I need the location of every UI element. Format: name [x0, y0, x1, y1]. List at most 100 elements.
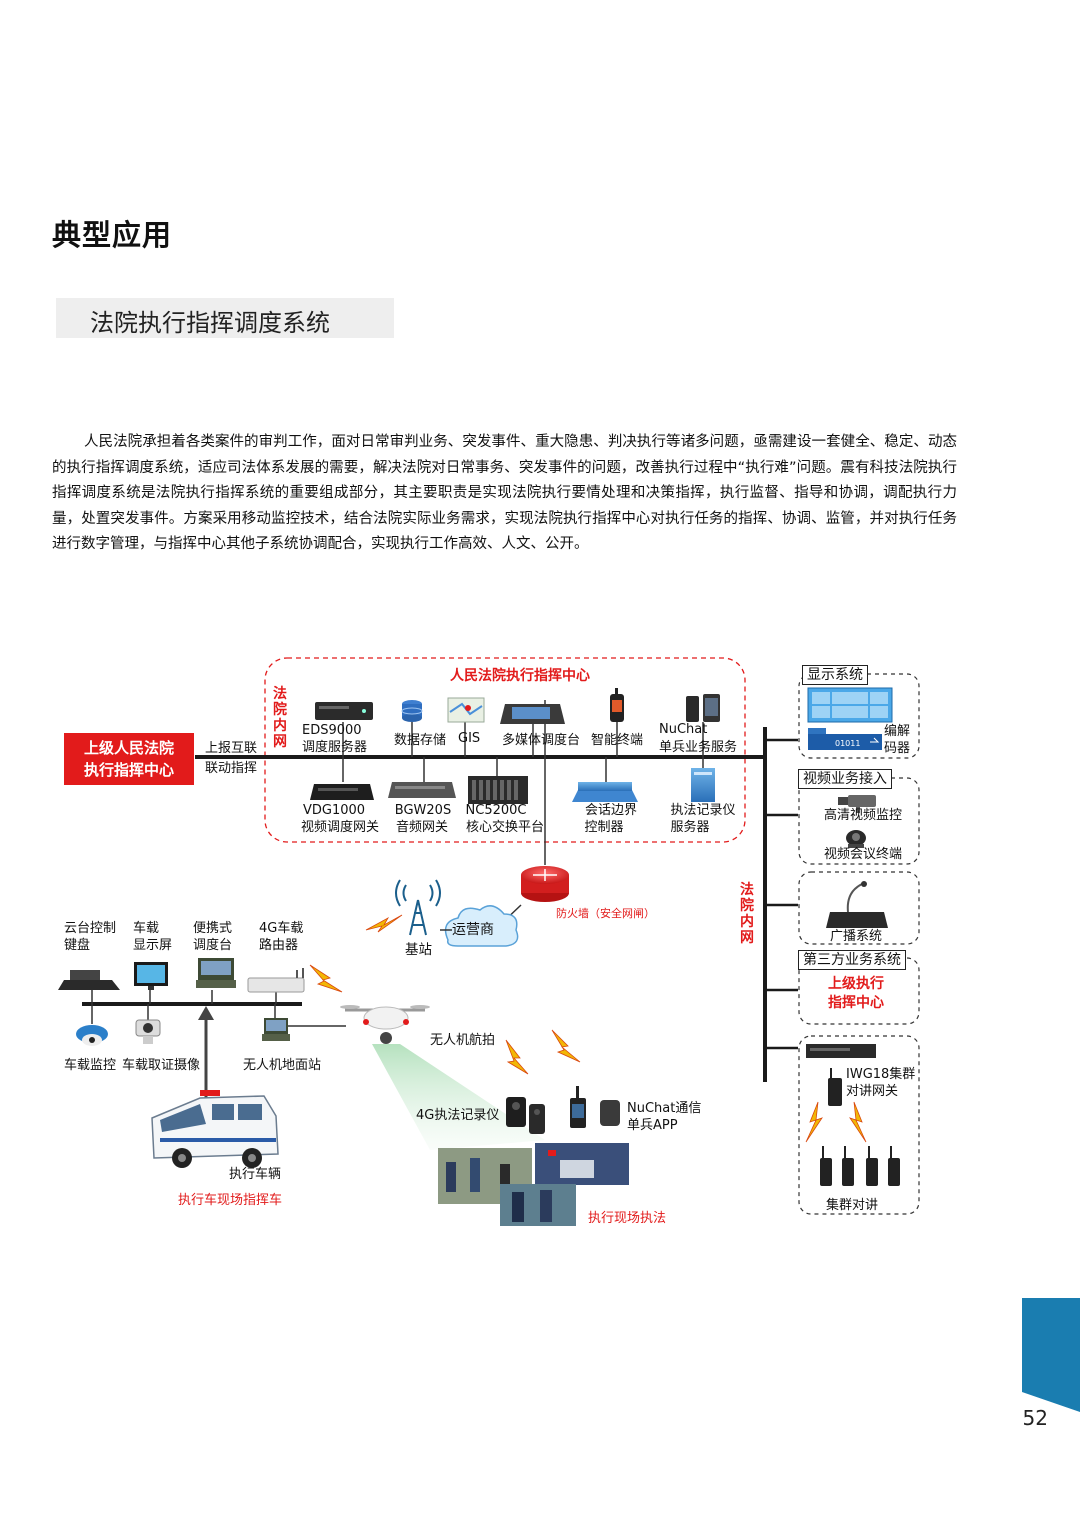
eds9000-label: EDS9000 [302, 723, 362, 738]
multimedia-console-label: 多媒体调度台 [502, 733, 581, 748]
bgw20s-label: BGW20S [394, 803, 452, 818]
data-storage-label: 数据存储 [394, 733, 447, 748]
iwg-label-2: 对讲网关 [846, 1084, 899, 1099]
operator-label: 运营商 [452, 922, 494, 938]
nuchat-desc: 单兵业务服务 [659, 740, 738, 755]
eds9000-server-icon [315, 702, 373, 720]
nc5200c-switch-icon [468, 776, 528, 804]
vehicle-camera-icon [135, 1019, 161, 1044]
smart-terminal-label: 智能终端 [591, 733, 644, 748]
section-heading: 典型应用 [52, 218, 173, 252]
video-conf-icon [846, 830, 866, 848]
recorder-server-icon [691, 768, 715, 802]
vdg1000-desc: 视频调度网关 [300, 820, 380, 835]
video-access-title: 视频业务接入 [798, 769, 892, 789]
portable-console-label-1: 便携式 [193, 921, 233, 936]
radio-icon [820, 1068, 900, 1186]
third-party-title: 第三方业务系统 [798, 950, 906, 970]
nuchat-device-icon [570, 1086, 620, 1128]
lightning-icon [309, 964, 343, 993]
iwg18-gateway-icon [806, 1044, 876, 1058]
vehicle-monitor-label: 车载监控 [64, 1058, 117, 1073]
codec-label-1: 编解 [884, 724, 911, 739]
lightning-icon [805, 1101, 823, 1143]
multimedia-console-icon [500, 704, 565, 724]
nc5200c-desc: 核心交换平台 [465, 820, 545, 835]
uav-ground-label: 无人机地面站 [243, 1058, 322, 1073]
vehicle-display-label-2: 显示屏 [133, 938, 173, 953]
police-vehicle-icon [151, 1090, 279, 1168]
ptz-keyboard-icon [58, 970, 120, 990]
portable-console-label-2: 调度台 [193, 938, 233, 953]
broadcast-group-box [798, 871, 920, 945]
vehicle-display-icon [134, 962, 168, 990]
drone-camera-beam [372, 1044, 545, 1150]
upper-exec-line2: 指挥中心 [828, 995, 884, 1011]
portable-console-icon [196, 958, 236, 988]
sbc-label: 会话边界 [584, 803, 638, 818]
nuchat-app-label-2: 单兵APP [627, 1118, 678, 1133]
nc5200c-label: NC5200C [465, 803, 527, 818]
recorder-4g-label: 4G执法记录仪 [416, 1108, 500, 1123]
smart-terminal-icon [610, 688, 624, 722]
lightning-icon [365, 914, 403, 933]
court-center-zone [264, 657, 746, 843]
page-number: 52 [1022, 1406, 1048, 1430]
base-station-tower-icon [395, 879, 441, 936]
command-vehicle-label: 执行车现场指挥车 [178, 1193, 283, 1208]
center-title: 人民法院执行指挥中心 [450, 668, 590, 684]
sbc-desc: 控制器 [584, 820, 624, 835]
nuchat-phone-icon [686, 694, 720, 722]
lightning-icon [849, 1101, 867, 1143]
codec-icon: 01011 [808, 728, 882, 750]
base-station-label: 基站 [405, 942, 432, 958]
recorder-server-label: 执法记录仪 [670, 803, 736, 818]
onsite-photos [438, 1143, 629, 1226]
nuchat-label: NuChat [659, 722, 708, 737]
trunk-talk-label: 集群对讲 [826, 1198, 879, 1213]
vdg1000-gateway-icon [310, 784, 374, 800]
operator-cloud-icon [444, 905, 519, 947]
upper-court-line2: 执行指挥中心 [83, 761, 174, 779]
uav-ground-station-icon [262, 1018, 290, 1041]
router-label-1: 4G车载 [259, 921, 304, 936]
report-link-line1: 上报互联 [205, 741, 258, 756]
firewall-label: 防火墙（安全网闸） [556, 907, 655, 920]
broadcast-system-icon [826, 881, 888, 928]
iwg-label-1: IWG18集群 [846, 1067, 916, 1082]
bgw20s-desc: 音频网关 [395, 820, 449, 835]
upper-exec-line1: 上级执行 [828, 976, 884, 992]
recorder-4g-icon [506, 1097, 545, 1134]
display-wall-icon [807, 687, 893, 723]
recorder-server-desc: 服务器 [670, 820, 710, 835]
page-corner-tab [1022, 1298, 1080, 1412]
hd-camera-icon [838, 795, 876, 813]
ptz-keyboard-label-1: 云台控制 [64, 921, 117, 936]
data-storage-icon [401, 700, 423, 722]
inner-net-label-left: 法院内网 [273, 686, 287, 750]
drone-icon [340, 1005, 430, 1044]
upper-court-line1: 上级人民法院 [83, 739, 174, 757]
vehicle-camera-label: 车载取证摄像 [122, 1058, 201, 1073]
display-system-title: 显示系统 [802, 665, 868, 685]
report-link-line2: 联动指挥 [205, 761, 258, 776]
vdg1000-label: VDG1000 [302, 803, 366, 818]
router-label-2: 路由器 [259, 938, 299, 953]
exec-vehicle-label: 执行车辆 [229, 1167, 282, 1182]
upper-court-box: 上级人民法院 执行指挥中心 [64, 733, 194, 785]
subheading: 法院执行指挥调度系统 [90, 309, 330, 337]
gis-label: GIS [458, 731, 481, 746]
codec-code-label: 01011 [835, 739, 860, 748]
eds9000-desc: 调度服务器 [302, 740, 368, 755]
broadcast-label: 广播系统 [830, 929, 883, 944]
gis-map-icon [447, 697, 485, 723]
sbc-controller-icon [572, 782, 638, 802]
onsite-label: 执行现场执法 [588, 1211, 667, 1226]
inner-net-label-right: 法院内网 [740, 882, 754, 946]
codec-label-2: 码器 [884, 741, 911, 756]
trunk-group-box [798, 1035, 920, 1215]
vehicle-display-label-1: 车载 [133, 921, 160, 936]
lightning-icon [551, 1029, 581, 1063]
vehicle-monitor-icon [76, 1025, 108, 1046]
